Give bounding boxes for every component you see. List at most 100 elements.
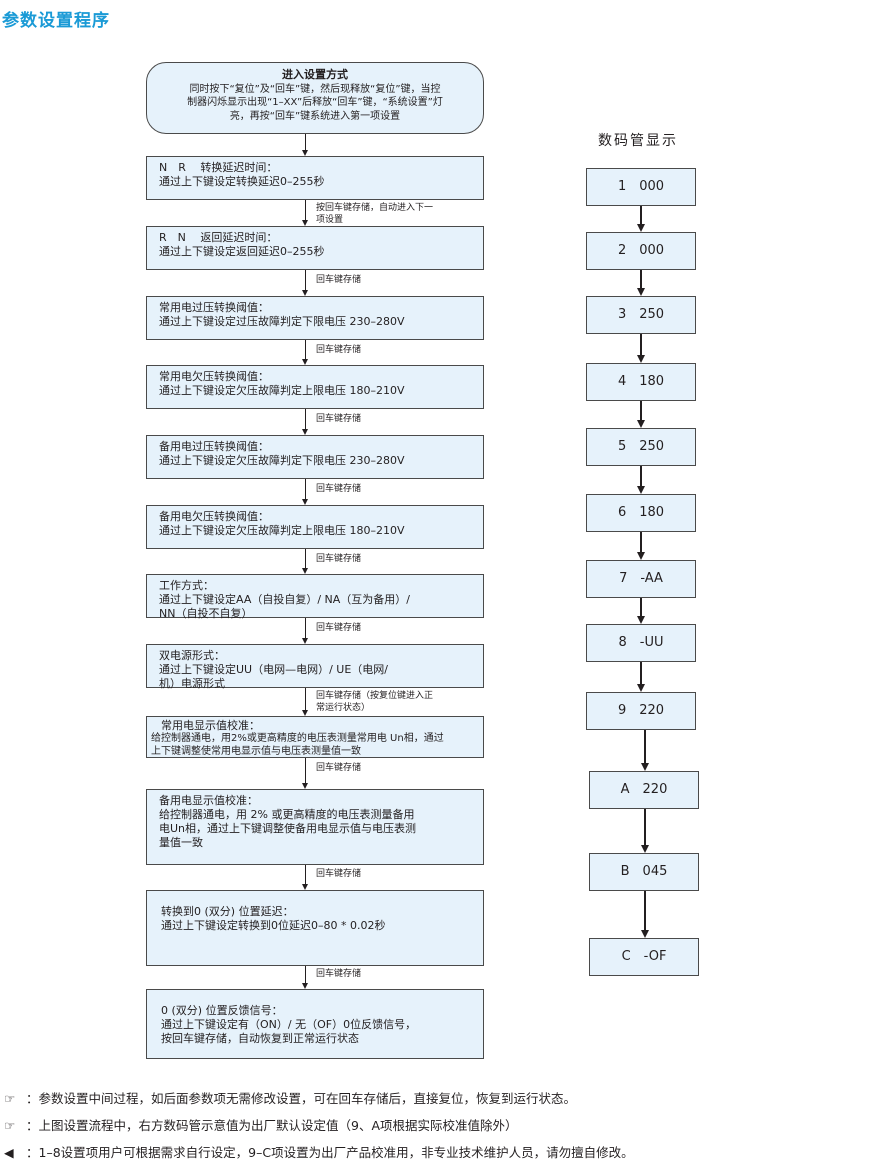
display-arrow-head (637, 616, 645, 624)
footnote-text: ： (26, 1118, 39, 1133)
store-note: 回车键存储 (316, 868, 361, 880)
display-connector (640, 401, 642, 420)
display-arrow-head (637, 288, 645, 296)
arrow-head (302, 568, 308, 574)
step-text: 通过上下键设定欠压故障判定上限电压 180–210V (159, 524, 405, 537)
store-note: 回车键存储（按复位键进入正常运行状态） (316, 690, 433, 714)
step-text: 按回车键存储，自动恢复到正常运行状态 (161, 1032, 359, 1045)
start-title: 进入设置方式 (282, 68, 348, 81)
page-title: 参数设置程序 (2, 11, 110, 31)
display-box: B 045 (589, 853, 699, 891)
step-text: 通过上下键设定AA（自投自复）/ NA（互为备用）/ (159, 593, 411, 606)
note-text: 回车键存储 (316, 484, 362, 494)
display-connector (640, 662, 642, 684)
step-box: 备用电欠压转换阈值：通过上下键设定欠压故障判定上限电压 180–210V (146, 505, 484, 549)
display-arrow-head (637, 355, 645, 363)
store-note: 回车键存储 (316, 483, 361, 495)
note-text: 回车键存储 (316, 275, 362, 285)
note-text: 常运行状态） (316, 703, 371, 713)
arrow-head (302, 499, 308, 505)
footnote-body: 1–8设置项用户可根据需求自行设定，9–C项设置为出厂产品校准用，非专业技术维护… (38, 1145, 634, 1160)
display-arrow-head (637, 486, 645, 494)
footnote-body: 参数设置中间过程，如后面参数项无需修改设置，可在回车存储后，直接复位，恢复到运行… (38, 1091, 577, 1106)
note-text: 回车键存储 (316, 763, 362, 773)
arrow-head (302, 638, 308, 644)
connector-line (305, 549, 306, 568)
display-box: 6 180 (586, 494, 696, 532)
connector-line (305, 340, 306, 359)
step-text: 上下键调整使常用电显示值与电压表测量值一致 (151, 746, 361, 757)
connector-line (305, 409, 306, 429)
step-text: NN（自投不自复） (159, 607, 253, 620)
step-box: 工作方式：通过上下键设定AA（自投自复）/ NA（互为备用）/NN（自投不自复） (146, 574, 484, 620)
step-text: 给控制器通电，用2%或更高精度的电压表测量常用电 Un相，通过 (151, 733, 444, 744)
display-arrow-head (641, 845, 649, 853)
start-line: 制器闪烁显示出现“1–XX”后释放“回车”键，“系统设置”灯 (187, 97, 443, 108)
note-text: 回车键存储 (316, 414, 362, 424)
step-box: 0 (双分) 位置反馈信号：通过上下键设定有（ON）/ 无（OF）0位反馈信号，… (146, 989, 484, 1059)
display-title: 数码管显示 (598, 133, 678, 149)
step-box: 常用电欠压转换阈值：通过上下键设定欠压故障判定上限电压 180–210V (146, 365, 484, 409)
connector-line (305, 618, 306, 638)
step-title: 常用电过压转换阈值： (159, 301, 269, 314)
step-box: 常用电过压转换阈值：通过上下键设定过压故障判定下限电压 230–280V (146, 296, 484, 340)
store-note: 回车键存储 (316, 413, 361, 425)
connector-line (305, 479, 306, 499)
display-arrow-head (637, 420, 645, 428)
display-box: 1 000 (586, 168, 696, 206)
store-note: 回车键存储 (316, 553, 361, 565)
step-text: 通过上下键设定转换到0位延迟0–80 * 0.02秒 (161, 919, 386, 932)
note-text: 回车键存储 (316, 554, 362, 564)
store-note: 回车键存储 (316, 762, 361, 774)
display-arrow-head (637, 552, 645, 560)
arrow-head (302, 220, 308, 226)
step-title: N R 转换延迟时间： (159, 161, 278, 174)
note-text: 回车键存储 (316, 869, 362, 879)
step-text: 通过上下键设定返回延迟0–255秒 (159, 245, 325, 258)
display-connector (644, 730, 646, 763)
step-box: R N 返回延迟时间：通过上下键设定返回延迟0–255秒 (146, 226, 484, 270)
display-arrow-head (641, 930, 649, 938)
display-connector (644, 891, 646, 930)
display-connector (640, 334, 642, 355)
note-text: 回车键存储 (316, 345, 362, 355)
arrow-head (302, 150, 308, 156)
step-title: 常用电欠压转换阈值： (159, 370, 269, 383)
step-text: 通过上下键设定欠压故障判定上限电压 180–210V (159, 384, 405, 397)
step-title: 工作方式： (159, 579, 214, 592)
step-title: 常用电显示值校准： (161, 719, 260, 732)
step-text: 通过上下键设定转换延迟0–255秒 (159, 175, 325, 188)
step-title: 双电源形式： (159, 649, 225, 662)
footnote: ☞：上图设置流程中，右方数码管示意值为出厂默认设定值（9、A项根据实际校准值除外… (4, 1118, 518, 1134)
start-line: 同时按下“复位”及“回车”键，然后现释放“复位”键，当控 (189, 83, 441, 95)
step-title: 备用电显示值校准： (159, 794, 258, 807)
step-title: R N 返回延迟时间： (159, 231, 278, 244)
display-box: 3 250 (586, 296, 696, 334)
step-box: N R 转换延迟时间：通过上下键设定转换延迟0–255秒 (146, 156, 484, 200)
arrow-head (302, 884, 308, 890)
connector-line (305, 966, 306, 983)
display-connector (640, 598, 642, 616)
connector-line (305, 688, 306, 710)
step-title: 备用电过压转换阈值： (159, 440, 269, 453)
display-connector (640, 466, 642, 486)
step-title: 0 (双分) 位置反馈信号： (161, 1004, 283, 1017)
footnote-text: ： (26, 1145, 39, 1160)
connector-line (305, 200, 306, 220)
step-text: 通过上下键设定欠压故障判定下限电压 230–280V (159, 454, 405, 467)
start-box: 进入设置方式同时按下“复位”及“回车”键，然后现释放“复位”键，当控制器闪烁显示… (146, 62, 484, 134)
display-arrow-head (637, 224, 645, 232)
display-box: 9 220 (586, 692, 696, 730)
step-box: 常用电显示值校准：给控制器通电，用2%或更高精度的电压表测量常用电 Un相，通过… (146, 716, 484, 758)
display-box: 4 180 (586, 363, 696, 401)
display-box: C -OF (589, 938, 699, 976)
display-box: 8 -UU (586, 624, 696, 662)
connector-line (305, 758, 306, 783)
display-connector (640, 206, 642, 224)
display-box: 5 250 (586, 428, 696, 466)
step-text: 机）电源形式 (159, 677, 225, 690)
display-box: 7 -AA (586, 560, 696, 598)
step-text: 量值一致 (159, 836, 203, 849)
step-box: 双电源形式：通过上下键设定UU（电网—电网）/ UE（电网/机）电源形式 (146, 644, 484, 690)
note-text: 回车键存储（按复位键进入正 (316, 691, 434, 701)
